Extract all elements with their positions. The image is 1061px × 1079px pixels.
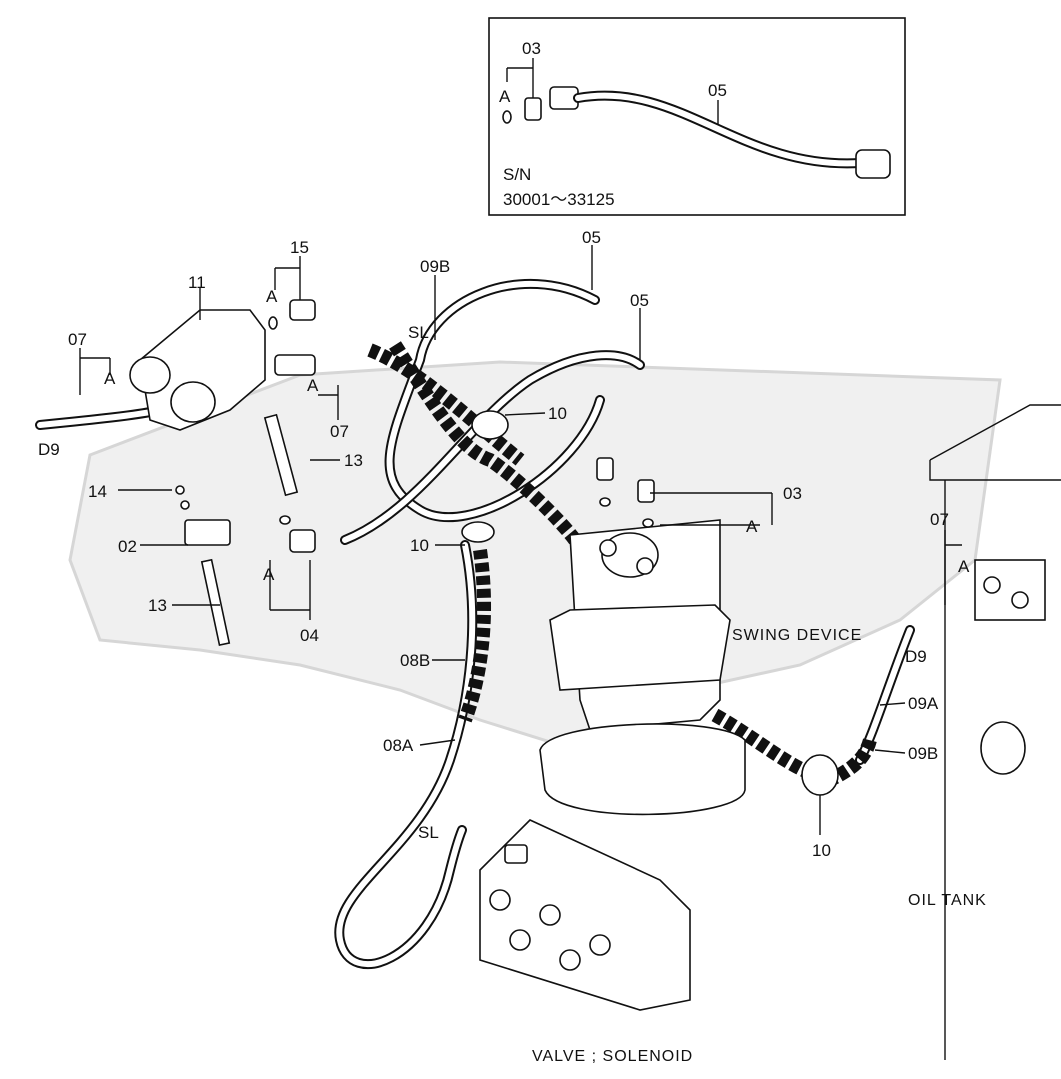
callout-sl-bot: SL xyxy=(418,823,439,842)
inset-callout-a: A xyxy=(499,87,511,106)
solenoid-valve-block xyxy=(129,299,316,431)
adapter-fitting-icon xyxy=(524,97,542,121)
callout-10-mid: 10 xyxy=(410,536,429,555)
hose-lines xyxy=(35,279,915,970)
swing-device xyxy=(539,457,746,816)
callout-labels: 11 15 09B 05 05 07 A SL A A 07 10 D9 13 … xyxy=(38,228,970,860)
callout-a-main: A xyxy=(746,517,758,536)
callout-sl-top: SL xyxy=(408,323,429,342)
callout-09b-right: 09B xyxy=(908,744,938,763)
callout-09a: 09A xyxy=(908,694,939,713)
callout-07-mid: 07 xyxy=(330,422,349,441)
callout-10-top: 10 xyxy=(548,404,567,423)
callout-05-a: 05 xyxy=(582,228,601,247)
callout-10-bot: 10 xyxy=(812,841,831,860)
serial-range: 30001～33125 xyxy=(503,190,615,209)
tank-cap xyxy=(980,721,1026,775)
inset-callout-05: 05 xyxy=(708,81,727,100)
callout-a-right: A xyxy=(958,557,970,576)
callout-13-top: 13 xyxy=(344,451,363,470)
bolts xyxy=(175,413,316,647)
callout-a-15: A xyxy=(266,287,278,306)
callout-a-04: A xyxy=(263,565,275,584)
inset-callout-03: 03 xyxy=(522,39,541,58)
callout-a-left: A xyxy=(104,369,116,388)
callout-15: 15 xyxy=(290,238,309,257)
callout-d9-left: D9 xyxy=(38,440,60,459)
callout-a-07: A xyxy=(307,376,319,395)
inset-box: 03 A 05 S/N 30001～33125 xyxy=(488,17,906,216)
callout-05-b: 05 xyxy=(630,291,649,310)
callout-13-bot: 13 xyxy=(148,596,167,615)
serial-label: S/N xyxy=(503,165,531,184)
callout-07-right: 07 xyxy=(930,510,949,529)
callout-11: 11 xyxy=(188,273,206,292)
leader-lines xyxy=(79,245,962,835)
callout-08b: 08B xyxy=(400,651,430,670)
callout-04: 04 xyxy=(300,626,319,645)
fitting-04 xyxy=(289,529,316,553)
o-ring-icon xyxy=(502,110,512,124)
caption-swing-device: SWING DEVICE xyxy=(732,627,862,644)
callout-d9-right: D9 xyxy=(905,647,927,666)
hose-clamps xyxy=(461,410,839,796)
elbow-fitting-icon xyxy=(855,149,891,179)
caption-valve-solenoid: VALVE ; SOLENOID xyxy=(532,1048,693,1065)
callout-07-left: 07 xyxy=(68,330,87,349)
callout-02: 02 xyxy=(118,537,137,556)
callout-14: 14 xyxy=(88,482,107,501)
watermark-logo xyxy=(68,360,1002,747)
callout-09b-top: 09B xyxy=(420,257,450,276)
bracket-02 xyxy=(184,519,231,546)
callout-08a: 08A xyxy=(383,736,414,755)
caption-oil-tank: OIL TANK xyxy=(908,892,987,909)
valve-solenoid-body xyxy=(479,819,691,1011)
callout-03-main: 03 xyxy=(783,484,802,503)
elbow-fitting-15 xyxy=(289,299,316,321)
